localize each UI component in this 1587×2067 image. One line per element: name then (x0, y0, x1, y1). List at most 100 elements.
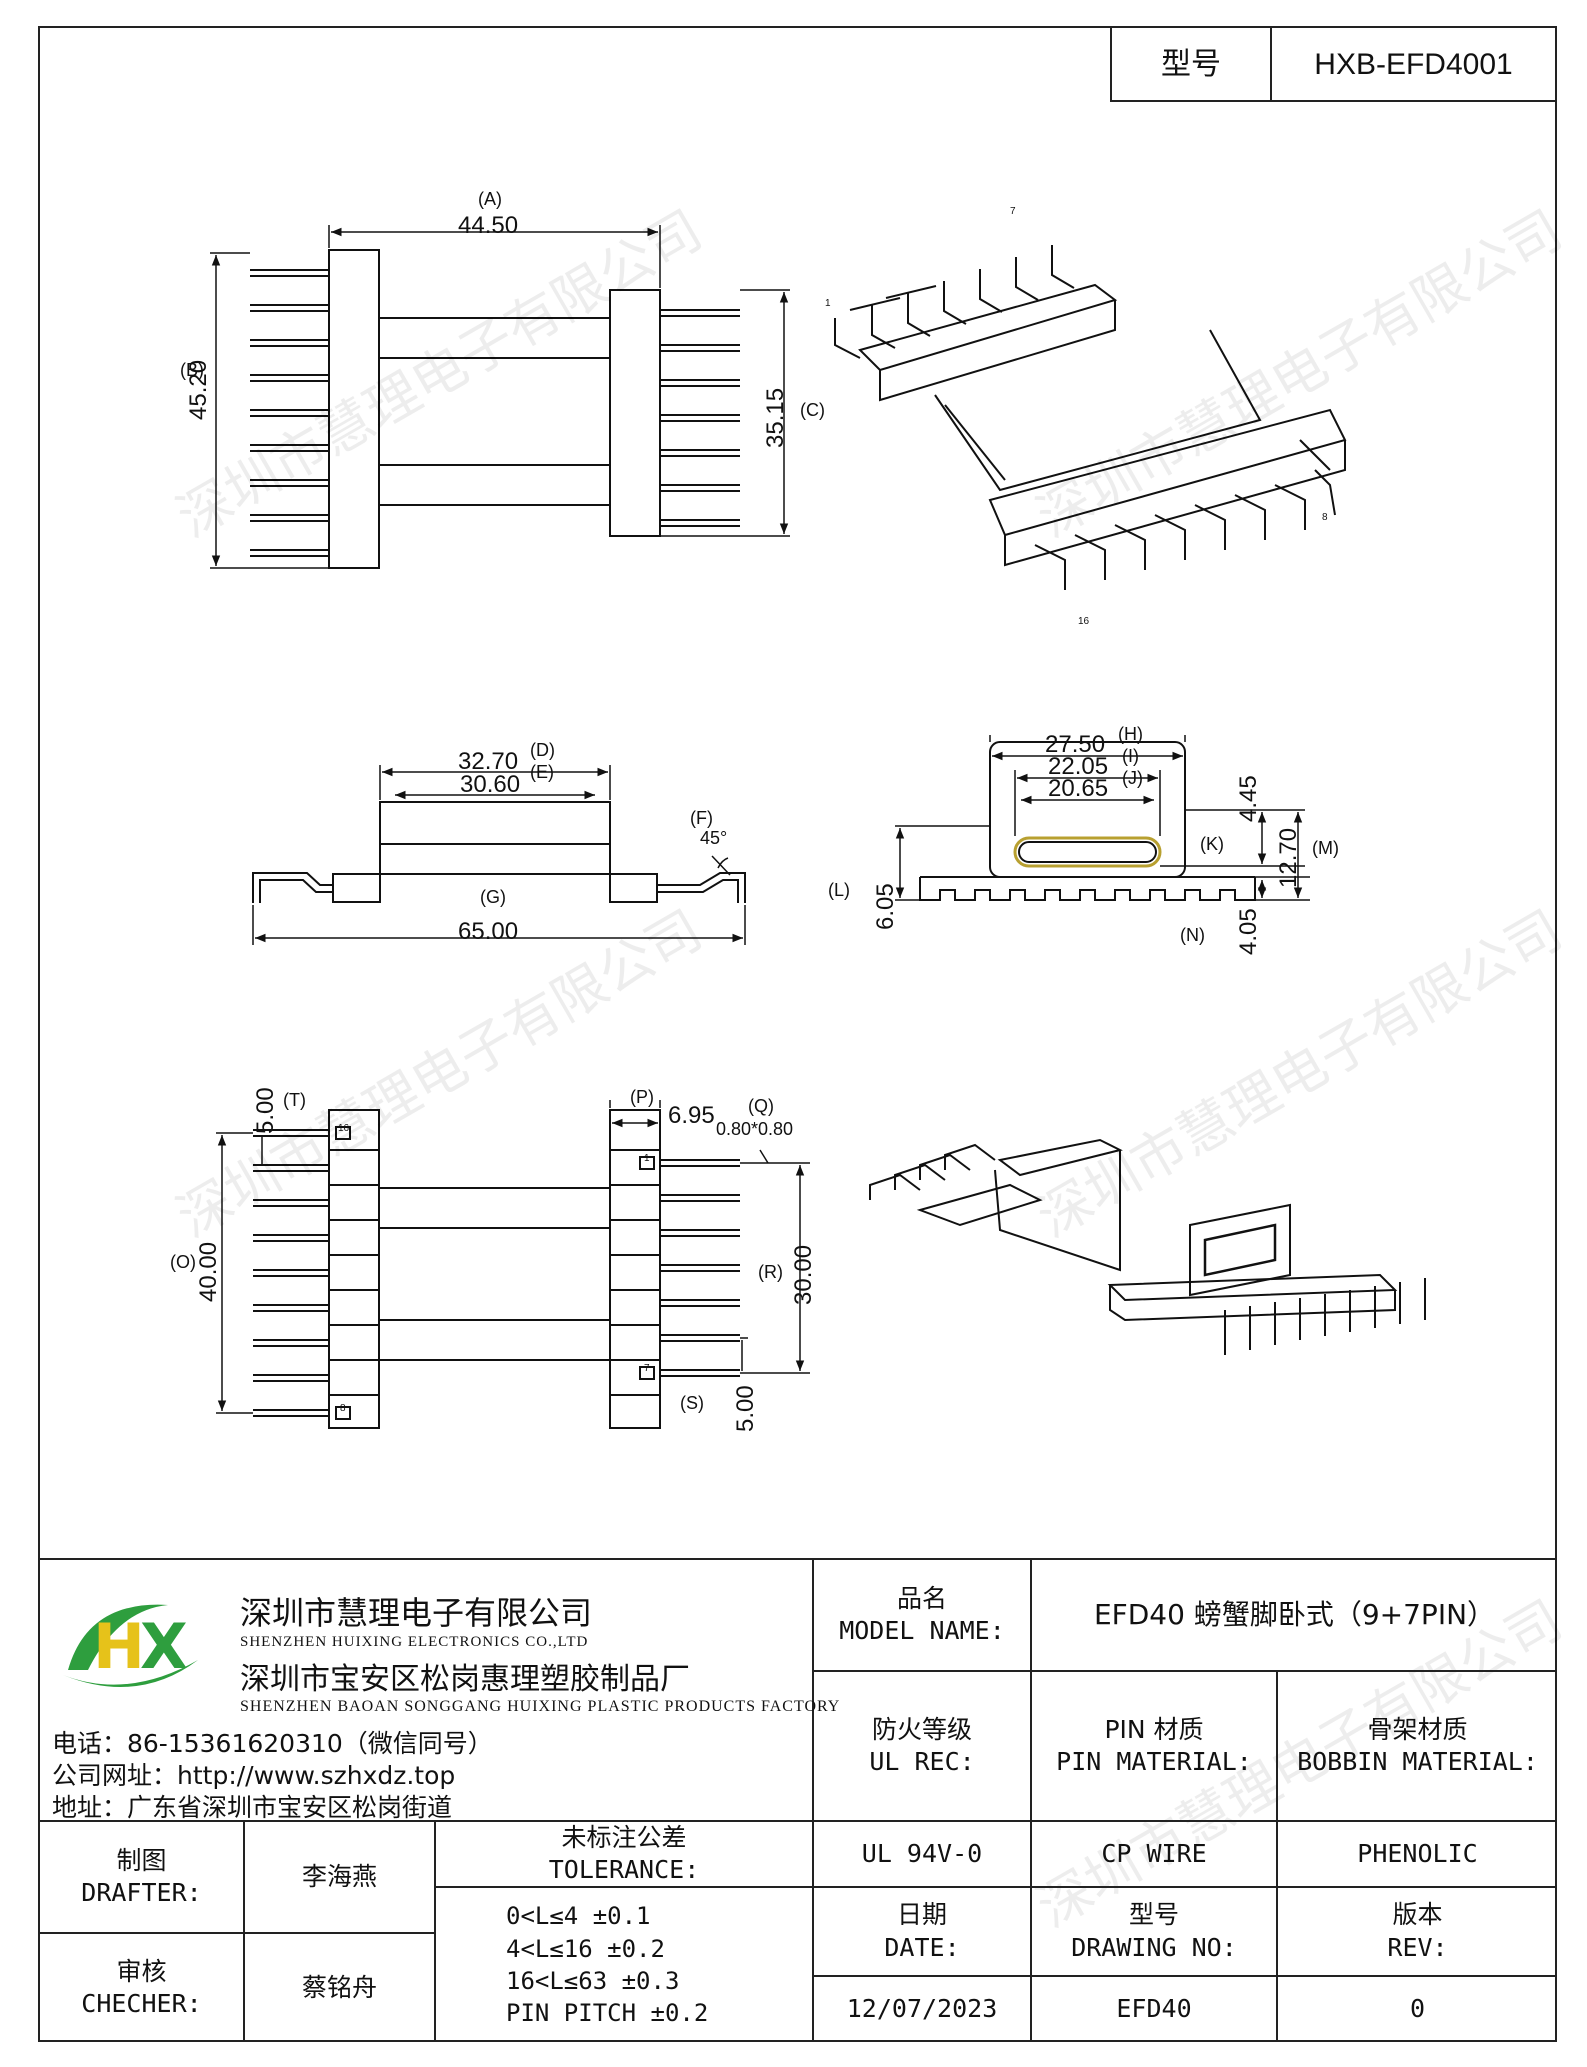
model-label: 型号 (1161, 46, 1221, 82)
bobbin-material-value: PHENOLIC (1357, 1838, 1478, 1868)
dim-O-label: (O) (170, 1252, 196, 1272)
dim-E-value: 30.60 (460, 771, 521, 798)
dim-T-label: (T) (283, 1090, 306, 1110)
dim-G-label: (G) (480, 887, 506, 907)
tb-v1 (1030, 1558, 1032, 2042)
header-box-divider (1270, 26, 1272, 102)
dim-D-label: (D) (530, 740, 555, 760)
rev-value: 0 (1409, 1994, 1426, 2024)
model-value: HXB-EFD4001 (1314, 47, 1513, 81)
dim-K-label: (K) (1200, 834, 1224, 854)
iso-pin-mark-16: 16 (1078, 616, 1090, 627)
bottom-view (216, 1100, 810, 1429)
iso-pin-mark-8: 8 (1322, 512, 1328, 523)
tb-row2 (38, 1820, 1557, 1822)
dim-F-label: (F) (690, 808, 713, 828)
dim-I-label: (I) (1122, 746, 1139, 766)
iso-pin-mark-7: 7 (1010, 206, 1016, 217)
titleblock-top (38, 1558, 1557, 1560)
drafter-name: 李海燕 (301, 1861, 377, 1891)
company-name-cn: 深圳市慧理电子有限公司 (240, 1594, 593, 1632)
header-box-left (1110, 26, 1112, 102)
header-box-bottom (1110, 100, 1557, 102)
pin-mark-16: 16 (338, 1123, 350, 1134)
dim-P-value: 6.95 (668, 1102, 715, 1129)
dim-A-value: 44.50 (458, 212, 519, 239)
dim-H-value: 27.50 (1045, 731, 1106, 758)
dim-C-value: 35.15 (762, 387, 789, 448)
dim-H-label: (H) (1118, 724, 1143, 744)
pin-mark-1: 1 (644, 1153, 650, 1164)
dim-S-value: 5.00 (732, 1385, 759, 1432)
header-box-top (1110, 26, 1557, 28)
pin-mark-7: 7 (644, 1363, 650, 1374)
dim-A-label: (A) (478, 189, 502, 209)
ul-rec-value: UL 94V-0 (861, 1838, 983, 1868)
tolerance-row-1: 0<L≤4 ±0.1 (506, 1902, 651, 1931)
dim-J-value: 20.65 (1048, 775, 1109, 802)
dim-I-value: 22.05 (1048, 753, 1109, 780)
dim-N-label: (N) (1180, 925, 1205, 945)
dim-M-label: (M) (1312, 838, 1339, 858)
dim-K-value: 4.45 (1235, 775, 1262, 822)
dim-F-value: 45° (700, 828, 728, 848)
tb-row3 (812, 1886, 1557, 1888)
logo-x: X (140, 1610, 188, 1683)
dim-C-label: (C) (800, 400, 825, 420)
dim-B-value: 45.20 (185, 359, 212, 420)
tb-row-tol (434, 1886, 812, 1888)
front-view (895, 735, 1310, 901)
technical-drawing (210, 225, 1426, 1429)
checker-name: 蔡铭舟 (301, 1972, 377, 2002)
factory-name-en: SHENZHEN BAOAN SONGGANG HUIXING PLASTIC … (240, 1698, 841, 1715)
isometric-view-top (834, 245, 1347, 590)
dim-M-value: 12.70 (1275, 827, 1302, 888)
tb-v2 (1276, 1670, 1278, 2042)
dim-N-value: 4.05 (1235, 908, 1262, 955)
model-name-value: EFD40 螃蟹脚卧式（9+7PIN） (1093, 1597, 1496, 1631)
dim-R-label: (R) (758, 1262, 783, 1282)
dim-D-value: 32.70 (458, 748, 519, 775)
side-view (252, 765, 746, 945)
isometric-view-bottom (869, 1138, 1426, 1355)
dimension-labels: (A) 44.50 (B) 45.20 (C) 35.15 32.70 (D) … (170, 189, 1339, 1432)
dim-B-label: (B) (180, 360, 204, 380)
tolerance-row-4: PIN PITCH ±0.2 (506, 1999, 709, 2028)
dim-Q-label: (Q) (748, 1096, 774, 1116)
dim-S-label: (S) (680, 1393, 704, 1413)
drawing-frame (38, 26, 1557, 2042)
company-website: 公司网址：http://www.szhxdz.top (52, 1761, 456, 1790)
drawing-no-value: EFD40 (1116, 1994, 1192, 2024)
iso-pin-mark-1: 1 (825, 298, 831, 309)
pin-mark-8: 8 (340, 1403, 346, 1414)
tolerance-values: 0<L≤4 ±0.1 4<L≤16 ±0.2 16<L≤63 ±0.3 PIN … (436, 1888, 812, 2042)
dim-E-label: (E) (530, 762, 554, 782)
dim-G-value: 65.00 (458, 918, 519, 945)
dim-R-value: 30.00 (790, 1244, 817, 1305)
dim-P-label: (P) (630, 1087, 654, 1107)
tb-divider-main (812, 1558, 814, 2042)
dim-L-label: (L) (828, 880, 850, 900)
tb-v-left1 (243, 1820, 245, 2042)
company-name-en: SHENZHEN HUIXING ELECTRONICS CO.,LTD (240, 1634, 589, 1650)
company-phone: 电话：86-15361620310（微信同号） (52, 1729, 493, 1758)
factory-name-cn: 深圳市宝安区松岗惠理塑胶制品厂 (240, 1662, 690, 1697)
company-address: 地址：广东省深圳市宝安区松岗街道 (52, 1793, 453, 1822)
dim-J-label: (J) (1122, 768, 1143, 788)
tolerance-row-3: 16<L≤63 ±0.3 (506, 1967, 680, 1995)
tb-row1 (812, 1670, 1557, 1672)
tb-row4 (812, 1975, 1557, 1977)
date-value: 12/07/2023 (846, 1994, 998, 2024)
company-logo-icon: H X (63, 1604, 198, 1687)
dim-Q-value: 0.80*0.80 (716, 1119, 794, 1139)
pin-material-value: CP WIRE (1101, 1838, 1207, 1868)
top-view (210, 225, 790, 569)
tb-v-left2 (434, 1820, 436, 2042)
